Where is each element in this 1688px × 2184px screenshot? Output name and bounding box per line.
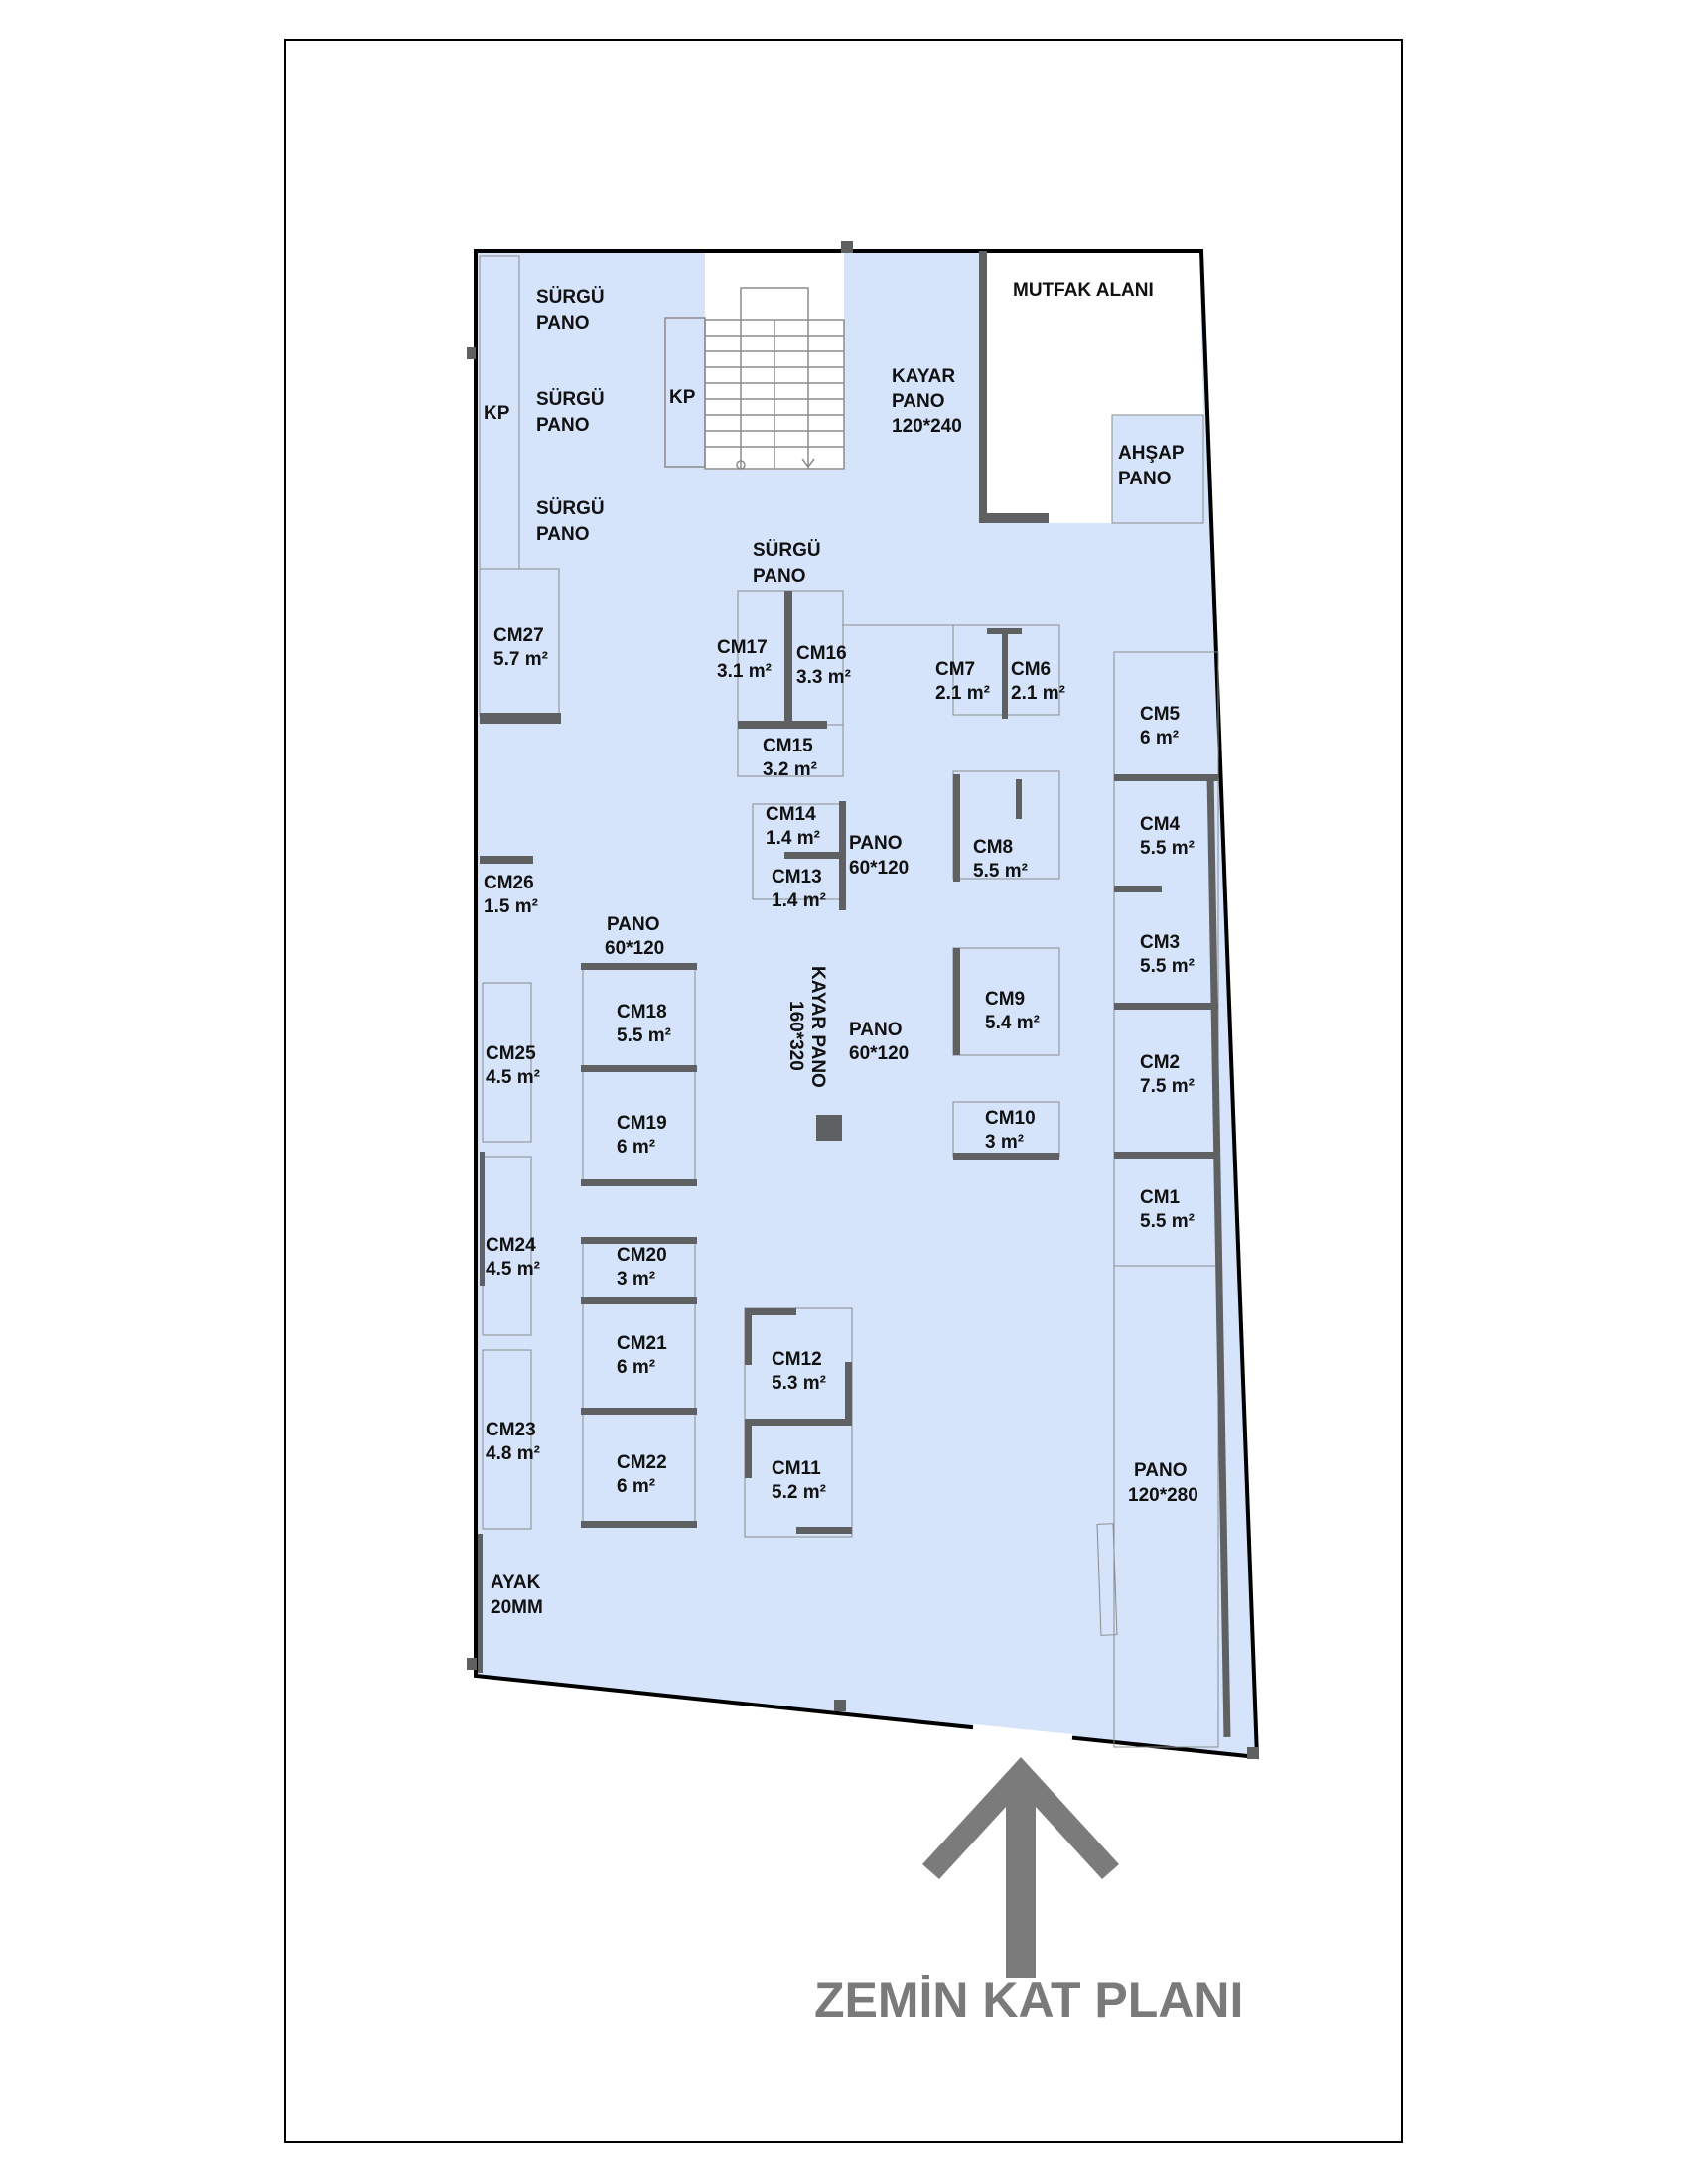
- stand-cm18-area: 5.5 m²: [617, 1025, 671, 1046]
- stand-cm11-name: CM11: [772, 1458, 821, 1479]
- stand-cm15-name: CM15: [763, 736, 813, 756]
- stand-cm1-name: CM1: [1140, 1187, 1181, 1208]
- stand-cm20-name: CM20: [617, 1245, 667, 1266]
- stand-cm12-name: CM12: [772, 1349, 822, 1370]
- surgu-2-label: SÜRGÜ: [536, 389, 605, 410]
- stand-cm1-area: 5.5 m²: [1140, 1211, 1195, 1232]
- labels: MUTFAK ALANI AHŞAP PANO KAYAR PANO 120*2…: [484, 280, 1198, 1618]
- stand-cm19-area: 6 m²: [617, 1137, 655, 1158]
- stand-cm21-name: CM21: [617, 1333, 667, 1354]
- sliding-panel-label: KAYAR: [892, 366, 955, 387]
- stand-cm7-name: CM7: [935, 659, 975, 680]
- stand-cm4-area: 5.5 m²: [1140, 838, 1195, 859]
- stand-cm19-name: CM19: [617, 1113, 667, 1134]
- page-title: ZEMİN KAT PLANI: [814, 1973, 1243, 2028]
- pano-left-label: PANO: [607, 914, 659, 935]
- stand-cm10-area: 3 m²: [985, 1132, 1024, 1153]
- wood-panel-area: [1111, 414, 1204, 524]
- stand-cm15-area: 3.2 m²: [763, 759, 817, 780]
- stand-cm9-area: 5.4 m²: [985, 1013, 1040, 1033]
- stand-cm26-area: 1.5 m²: [484, 896, 538, 917]
- stand-cm8-area: 5.5 m²: [973, 861, 1028, 882]
- stand-cm26-name: CM26: [484, 873, 534, 893]
- stand-cm13-area: 1.4 m²: [772, 890, 826, 911]
- stand-cm12-area: 5.3 m²: [772, 1373, 826, 1394]
- pano-center-1-size: 60*120: [849, 858, 909, 879]
- walls: [467, 241, 1259, 1759]
- stand-cm9-name: CM9: [985, 989, 1025, 1010]
- kitchen-area: [980, 253, 1203, 523]
- stand-cm2-area: 7.5 m²: [1140, 1076, 1195, 1097]
- stand-cm17-name: CM17: [717, 637, 768, 658]
- surgu-1-label: SÜRGÜ: [536, 287, 605, 308]
- stand-cm27-name: CM27: [493, 625, 544, 646]
- sliding-panel-label-2: PANO: [892, 391, 944, 412]
- staircase: [664, 253, 845, 470]
- stand-cm3-name: CM3: [1140, 932, 1180, 953]
- stand-cm18-name: CM18: [617, 1002, 667, 1023]
- surgu-3-label-2: PANO: [536, 524, 589, 545]
- stand-cm17-area: 3.1 m²: [717, 661, 772, 682]
- stand-cm7-area: 2.1 m²: [935, 683, 990, 704]
- pano-left-size: 60*120: [605, 938, 664, 959]
- stand-cm16-area: 3.3 m²: [796, 667, 851, 688]
- stand-cm20-area: 3 m²: [617, 1269, 655, 1290]
- stand-cm23-area: 4.8 m²: [486, 1443, 540, 1464]
- kitchen-label: MUTFAK ALANI: [1013, 280, 1154, 301]
- stand-cm5-name: CM5: [1140, 704, 1181, 725]
- stand-cm24-area: 4.5 m²: [486, 1259, 540, 1280]
- surgu-1-label-2: PANO: [536, 313, 589, 334]
- entrance-arrow: [922, 1757, 1119, 1978]
- surgu-center-label: SÜRGÜ: [753, 540, 821, 561]
- stand-cm5-area: 6 m²: [1140, 728, 1179, 749]
- ayak-label: AYAK: [491, 1572, 541, 1593]
- wood-panel-label-2: PANO: [1118, 469, 1171, 489]
- kp-left-label: KP: [484, 403, 510, 424]
- pano-right-size: 120*280: [1128, 1485, 1198, 1506]
- stand-cm25-name: CM25: [486, 1043, 536, 1064]
- stand-cm14-area: 1.4 m²: [766, 828, 820, 849]
- surgu-center-label-2: PANO: [753, 566, 805, 587]
- wood-panel-label: AHŞAP: [1118, 443, 1185, 464]
- stand-labels: CM1 5.5 m² CM2 7.5 m² CM3 5.5 m² CM4 5.5 m² CM5 6…: [484, 625, 1195, 1503]
- stand-cm6-name: CM6: [1011, 659, 1051, 680]
- stand-cm27-area: 5.7 m²: [493, 649, 548, 670]
- stand-cm21-area: 6 m²: [617, 1357, 655, 1378]
- kp-stair-label: KP: [669, 387, 696, 408]
- stand-cm4-name: CM4: [1140, 814, 1181, 835]
- stand-cm22-name: CM22: [617, 1452, 667, 1473]
- stand-cm13-name: CM13: [772, 867, 822, 887]
- surgu-3-label: SÜRGÜ: [536, 498, 605, 519]
- stand-cm10-name: CM10: [985, 1108, 1036, 1129]
- kayar-vertical-label: KAYAR PANO: [807, 966, 828, 1088]
- stand-cm3-area: 5.5 m²: [1140, 956, 1195, 977]
- stand-cm14-name: CM14: [766, 804, 816, 825]
- stand-cm2-name: CM2: [1140, 1052, 1180, 1073]
- pano-right-label: PANO: [1134, 1460, 1187, 1481]
- stand-cm24-name: CM24: [486, 1235, 536, 1256]
- surgu-2-label-2: PANO: [536, 415, 589, 436]
- pano-center-2-label: PANO: [849, 1020, 902, 1040]
- ayak-size: 20MM: [491, 1597, 543, 1618]
- stand-cm8-name: CM8: [973, 837, 1013, 858]
- entrance-opening: [972, 1724, 1073, 1740]
- pano-center-1-label: PANO: [849, 833, 902, 854]
- stand-cm11-area: 5.2 m²: [772, 1482, 826, 1503]
- kayar-vertical-size: 160*320: [785, 1001, 806, 1071]
- sliding-panel-size: 120*240: [892, 416, 962, 437]
- stand-cm23-name: CM23: [486, 1420, 536, 1440]
- pano-center-2-size: 60*120: [849, 1043, 909, 1064]
- stand-cm6-area: 2.1 m²: [1011, 683, 1065, 704]
- stand-cm16-name: CM16: [796, 643, 847, 664]
- stand-cm22-area: 6 m²: [617, 1476, 655, 1497]
- stand-cm25-area: 4.5 m²: [486, 1067, 540, 1088]
